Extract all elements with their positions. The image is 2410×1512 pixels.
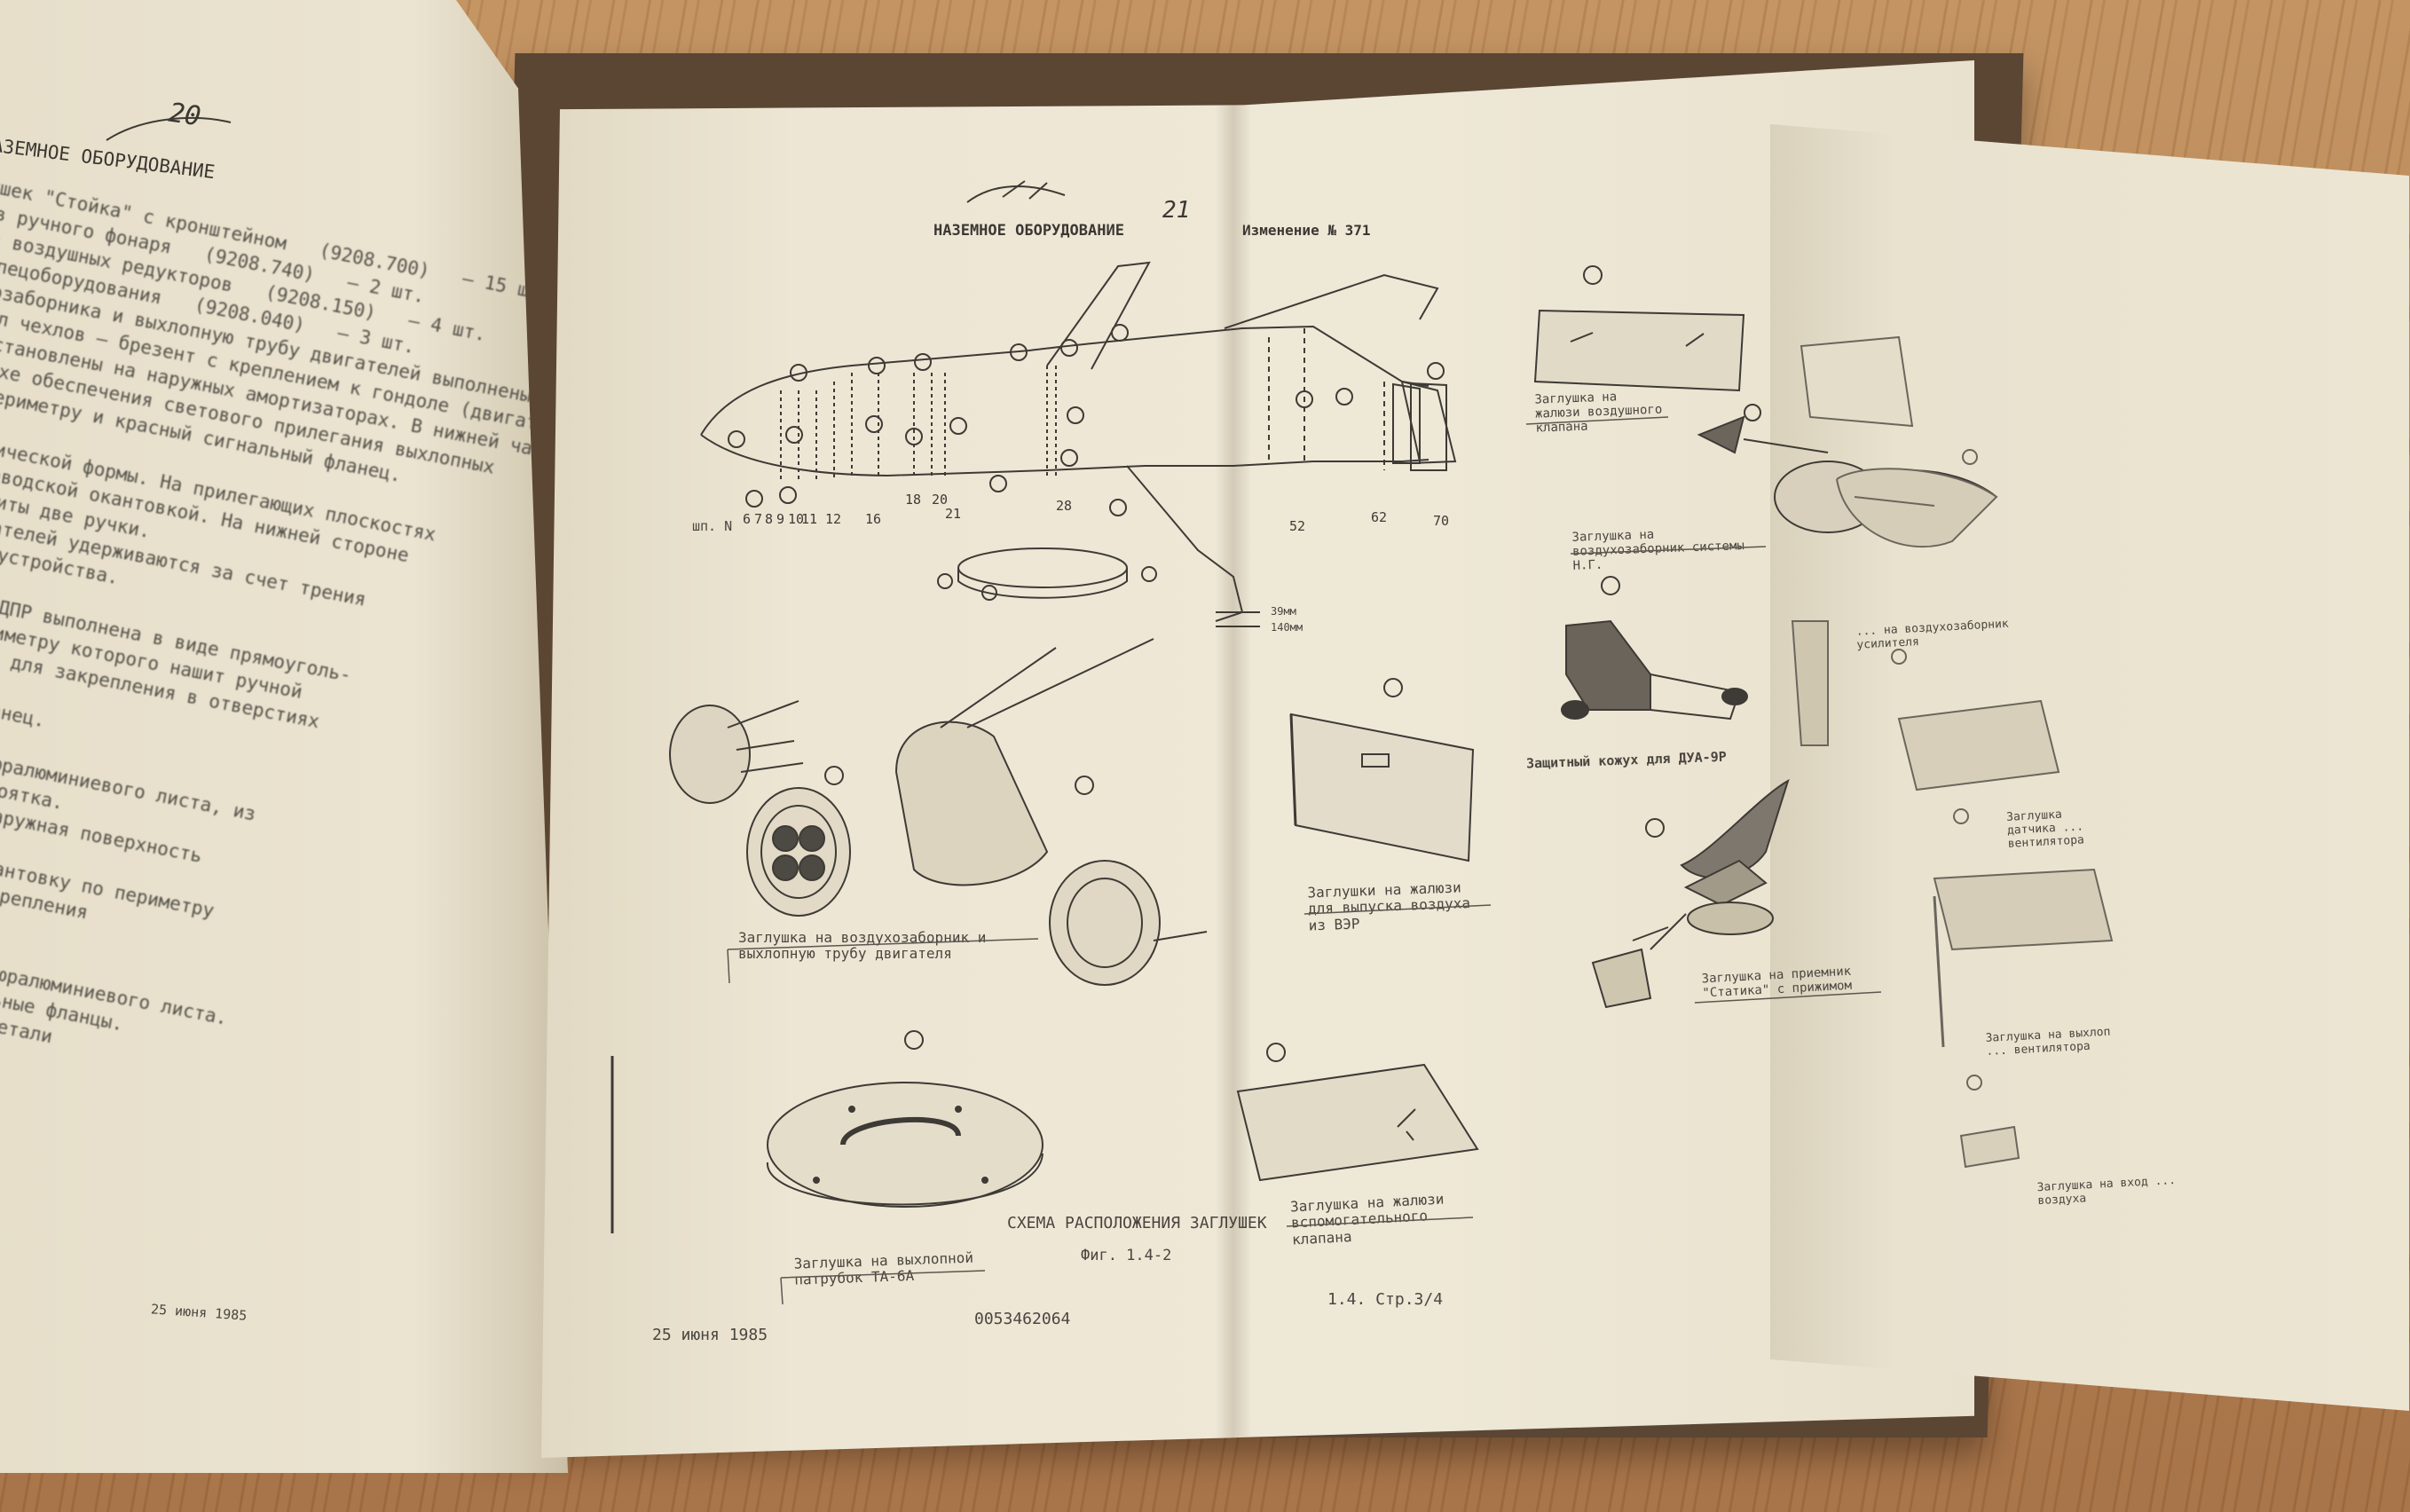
station-number: 10	[788, 511, 804, 527]
dimension-label-1: 39мм	[1271, 605, 1296, 618]
station-number: 18	[905, 492, 921, 508]
station-number: 6	[743, 511, 751, 527]
static-receiver-plug-drawing	[1591, 778, 1790, 1009]
station-number: 11	[801, 511, 817, 527]
station-number: 9	[776, 511, 784, 527]
main-page	[541, 60, 1974, 1458]
station-number: 52	[1289, 518, 1305, 534]
change-note: Изменение № 371	[1242, 222, 1371, 239]
figure-title: СХЕМА РАСПОЛОЖЕНИЯ ЗАГЛУШЕК	[1007, 1214, 1267, 1232]
station-number: 62	[1371, 509, 1387, 525]
station-number: 8	[765, 511, 773, 527]
exhaust-cone-cover-drawing	[894, 638, 1208, 986]
valve-plate-drawing	[1236, 1043, 1479, 1182]
aircraft-callouts	[728, 324, 1445, 516]
caption-air-intake: Заглушка на воздухозаборник и выхлопную …	[738, 929, 987, 963]
engine-intake-plug-drawing	[669, 700, 851, 917]
valve-cover-drawing	[1533, 265, 1745, 392]
signature-mark	[966, 180, 1066, 203]
main-footer-page: 1.4. Стр.3/4	[1327, 1290, 1444, 1309]
station-label: шп. N	[692, 518, 733, 534]
station-number: 70	[1433, 513, 1449, 529]
dimension-label-2: 140мм	[1271, 621, 1303, 634]
caption-rules	[727, 416, 1882, 1305]
station-number: 20	[932, 492, 948, 508]
dua-cover-drawing	[1561, 576, 1748, 721]
station-number: 16	[865, 511, 881, 527]
left-page: 20 НАЗЕМНОЕ ОБОРУДОВАНИЕ заглушек "Стойк…	[0, 0, 568, 1473]
exhaust-plate-drawing	[766, 1030, 1044, 1208]
main-header-number: 21	[1162, 197, 1191, 224]
station-number: 7	[754, 511, 762, 527]
page-fold-shadow	[1216, 89, 1251, 1437]
figure-number: Фиг. 1.4-2	[1081, 1247, 1172, 1264]
station-number: 28	[1056, 498, 1072, 514]
main-footer-code: 0053462064	[974, 1310, 1071, 1328]
main-footer-date: 25 июня 1985	[652, 1326, 768, 1344]
station-number: 12	[825, 511, 841, 527]
vent-plug-drawing	[1289, 678, 1475, 862]
aircraft-fuselage-outline	[700, 261, 1457, 627]
sub-assembly-view	[937, 547, 1157, 601]
station-lines	[780, 366, 1057, 479]
station-number: 21	[945, 506, 961, 522]
foldout-drawings	[1791, 335, 2114, 1169]
left-signature-mark	[106, 116, 232, 141]
main-section-title: НАЗЕМНОЕ ОБОРУДОВАНИЕ	[933, 222, 1124, 240]
